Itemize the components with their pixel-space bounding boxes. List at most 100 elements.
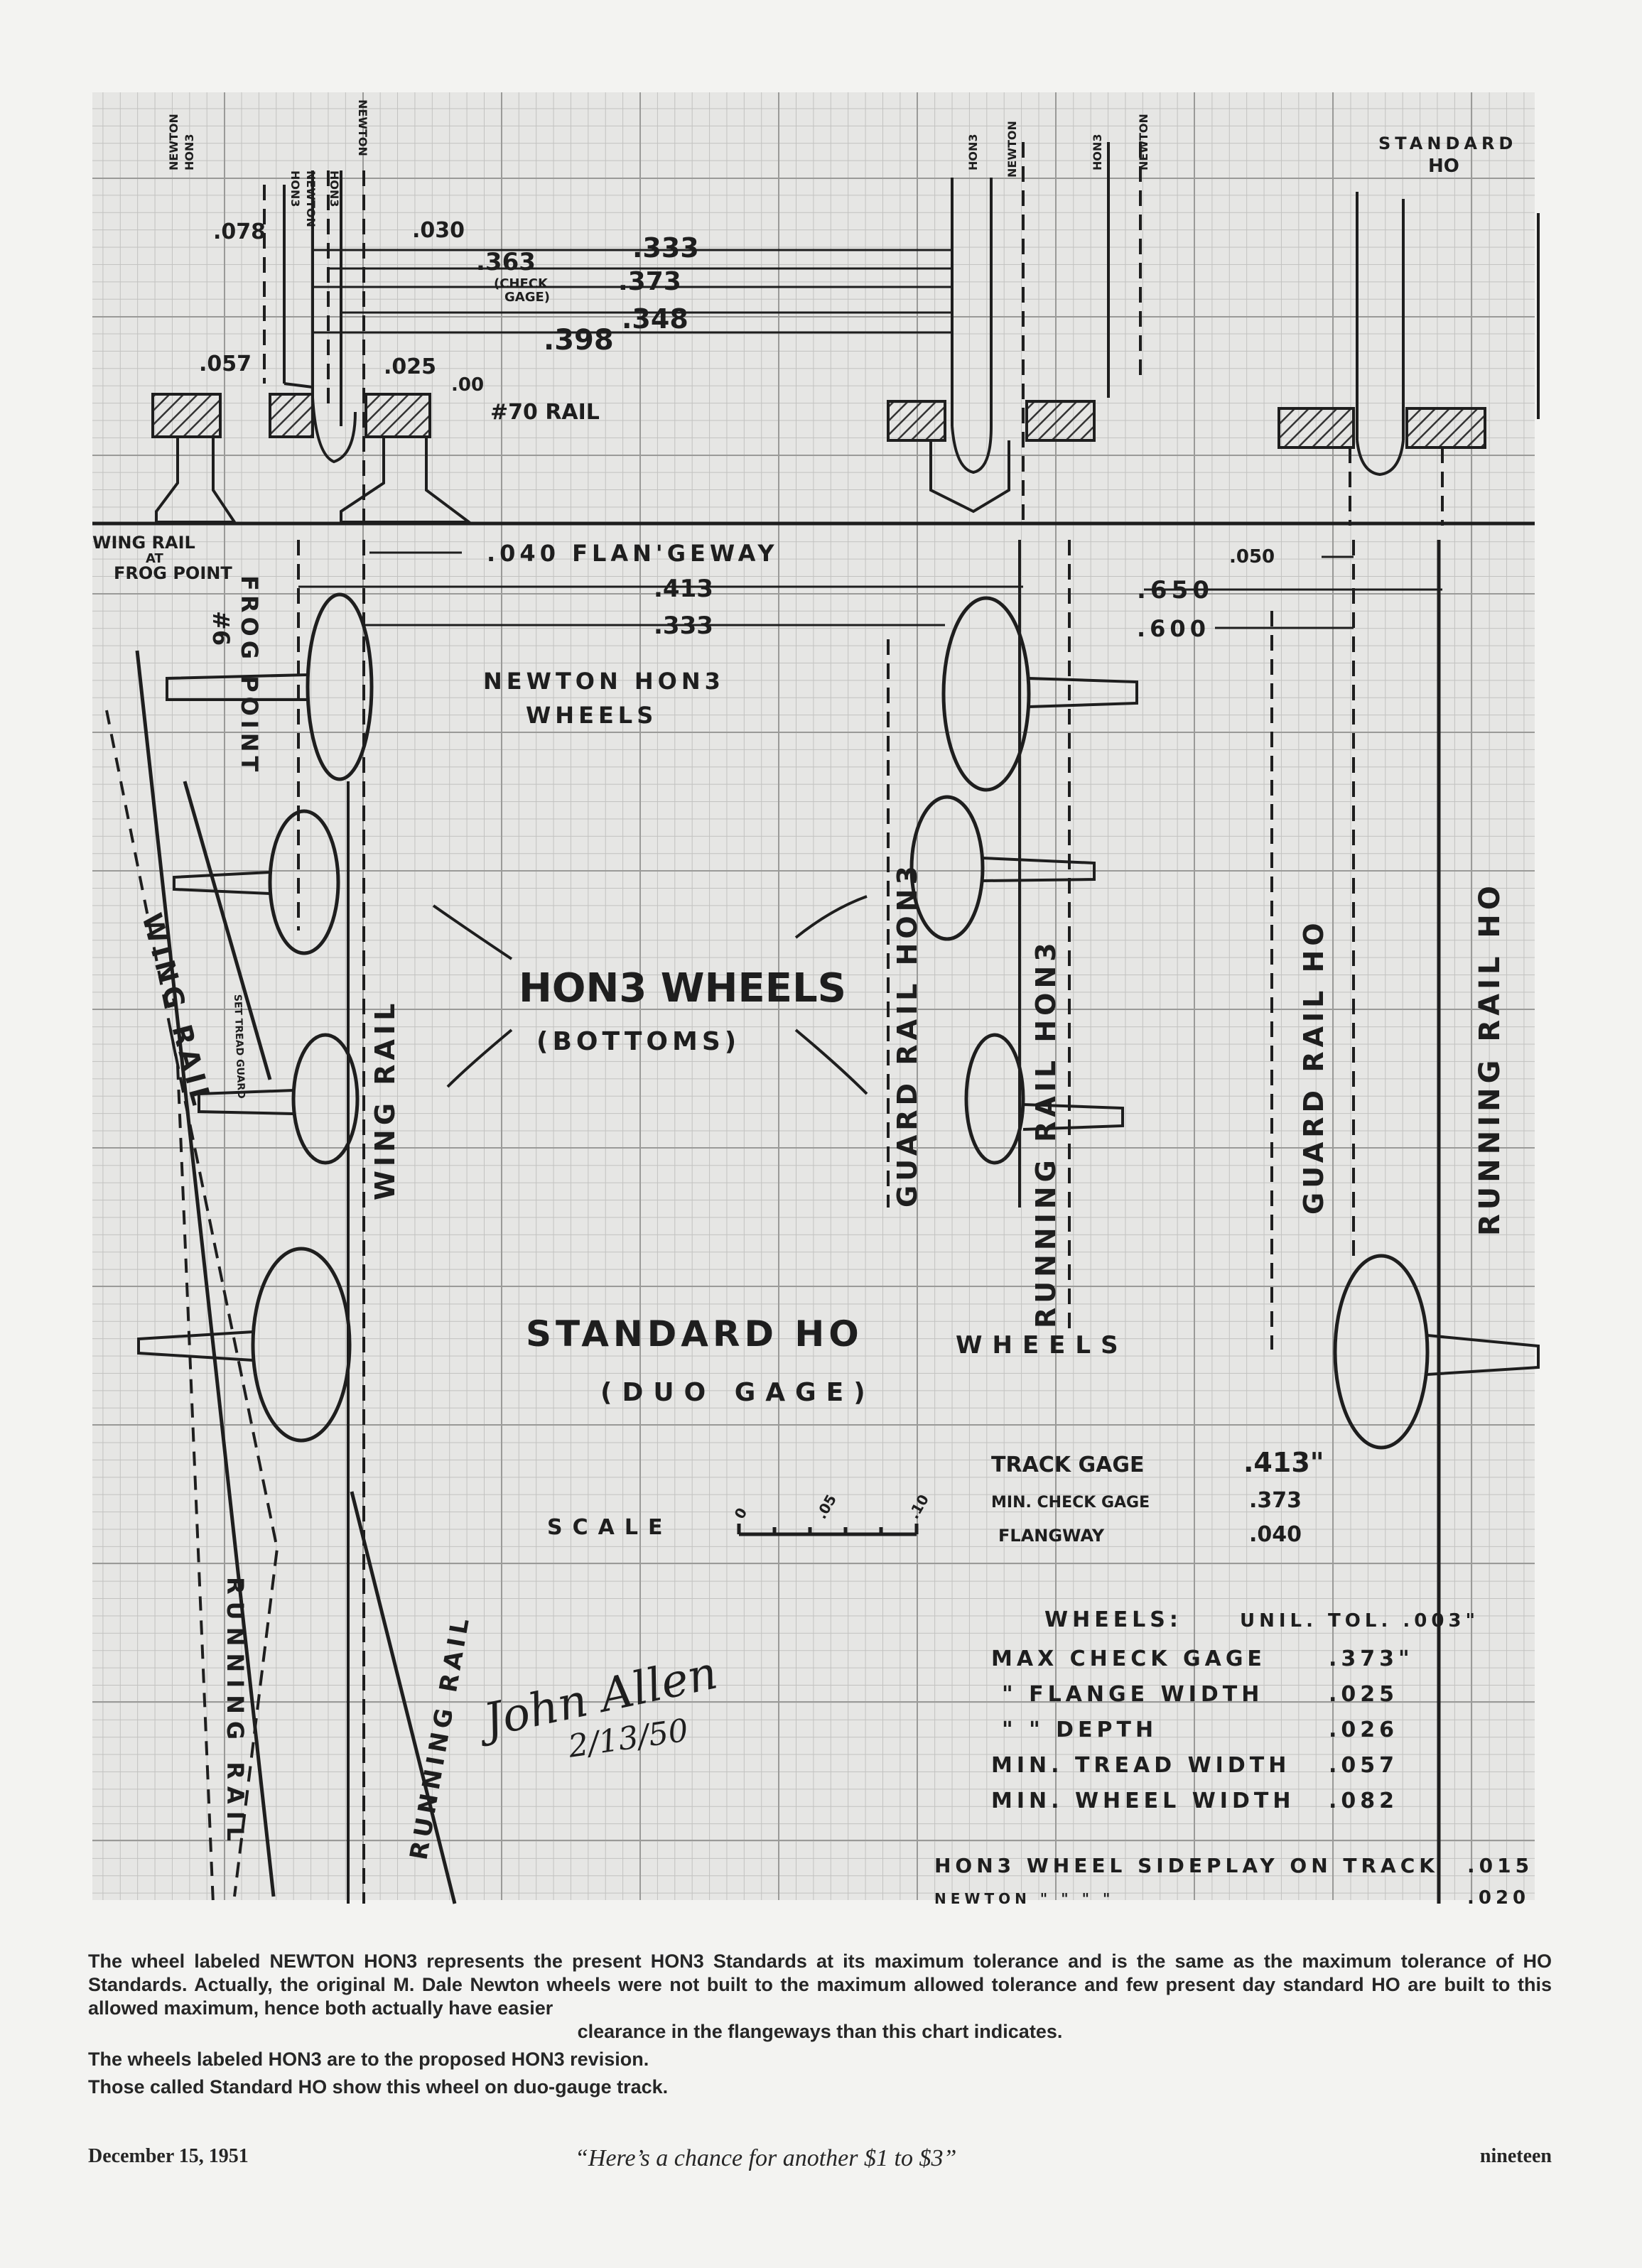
- label-line: FROG POINT: [114, 563, 232, 583]
- label-newton: NEWTON: [167, 114, 180, 170]
- dim-333-b: .333: [654, 612, 713, 640]
- spec-label: MIN. CHECK GAGE: [991, 1494, 1150, 1512]
- running-rail-ho-label: RUNNING RAIL HO: [1474, 881, 1506, 1236]
- standard-ho-title: STANDARD: [1378, 134, 1517, 153]
- label-newton: NEWTON: [1005, 121, 1019, 178]
- spec-label: HON3 WHEEL SIDEPLAY ON TRACK: [934, 1854, 1439, 1877]
- spec-label: " FLANGE WIDTH: [1002, 1682, 1263, 1707]
- caption-paragraph: The wheel labeled NEWTON HON3 represents…: [88, 1950, 1552, 2019]
- spec-label: MIN. TREAD WIDTH: [991, 1753, 1290, 1778]
- spec-value: .015: [1467, 1854, 1533, 1877]
- running-rail-label: RUNNING RAIL: [222, 1577, 249, 1848]
- label-hon3: HON3: [966, 134, 980, 170]
- sideplay-specs: HON3 WHEEL SIDEPLAY ON TRACK .015 NEWTON…: [934, 1854, 1533, 1909]
- running-rail-hon3-label: RUNNING RAIL HON3: [1030, 938, 1062, 1328]
- guard-rail-hon3-label: GUARD RAIL HON3: [892, 862, 923, 1208]
- hon3-wheels-label: HON3 WHEELS: [519, 965, 846, 1011]
- top-labels: NEWTON HON3 HON3 NEWTON HON3 NEWTON HON3…: [167, 99, 1150, 227]
- top-dimensions: .078 .030 .333 .363 (CHECK GAGE) .373 .3…: [199, 218, 699, 425]
- spec-value: .025: [1329, 1682, 1398, 1707]
- newton-wheel-left: [306, 592, 374, 781]
- figure-caption: The wheel labeled NEWTON HON3 represents…: [88, 1950, 1552, 2103]
- dim-600: .600: [1137, 615, 1210, 642]
- standard-ho-wheel-left: [251, 1247, 352, 1443]
- scale-label: SCALE: [547, 1515, 672, 1540]
- issue-date: December 15, 1951: [88, 2145, 249, 2167]
- guard-rail-ho-label: GUARD RAIL HO: [1298, 918, 1329, 1215]
- scale-bar: [737, 1524, 919, 1536]
- dim-025: .025: [384, 354, 436, 379]
- scale-tick: .05: [813, 1492, 841, 1522]
- wing-rail-head: [151, 393, 222, 438]
- scale-tick: .10: [905, 1492, 933, 1522]
- dim-00: .00: [451, 374, 484, 396]
- wing-rail-line: [135, 650, 276, 1897]
- track-specs: TRACK GAGE .413" MIN. CHECK GAGE .373 FL…: [991, 1447, 1324, 1547]
- spec-value: .082: [1329, 1789, 1398, 1813]
- spec-label: MIN. WHEEL WIDTH: [991, 1789, 1295, 1813]
- label-hon3: HON3: [328, 170, 341, 207]
- spec-value: .373": [1329, 1646, 1414, 1671]
- running-rail-label: RUNNING RAIL: [404, 1612, 475, 1862]
- standard-ho-wheel-right: [1333, 1254, 1430, 1450]
- hon3-wheels-label: (BOTTOMS): [536, 1027, 740, 1056]
- spec-value: .413": [1243, 1447, 1324, 1478]
- label-hon3: HON3: [288, 170, 302, 207]
- dim-078: .078: [213, 219, 266, 244]
- standard-ho-title: HO: [1428, 156, 1459, 177]
- spec-label: " " DEPTH: [1002, 1718, 1157, 1742]
- dim-413: .413: [654, 575, 713, 603]
- hon3-wheel-left-2: [291, 1033, 360, 1165]
- label-newton: NEWTON: [1137, 114, 1150, 170]
- newton-wheel-right: [941, 596, 1031, 792]
- check-gage-note: (CHECK: [494, 276, 549, 291]
- graph-paper-drawing: [92, 92, 1535, 1900]
- spec-label: NEWTON " " " ": [934, 1890, 1114, 1907]
- label-newton: NEWTON: [356, 99, 369, 156]
- standard-ho-wheels-label: STANDARD HO: [526, 1313, 863, 1355]
- footer-slogan: “Here’s a chance for another $1 to $3”: [575, 2145, 957, 2171]
- check-gage-note: GAGE): [504, 290, 550, 305]
- flangeway-dim: .040 FLAN'GEWAY: [487, 540, 779, 567]
- wing-rail-label: WING RAIL: [136, 910, 218, 1112]
- caption-paragraph: Those called Standard HO show this wheel…: [88, 2076, 669, 2098]
- dim-333: .333: [632, 232, 699, 264]
- spec-value: .026: [1329, 1718, 1398, 1742]
- flange-profile: [311, 397, 357, 464]
- dim-650: .650: [1137, 576, 1214, 604]
- spec-label: FLANGWAY: [998, 1526, 1105, 1546]
- spec-label: MAX CHECK GAGE: [991, 1646, 1266, 1671]
- rail-size-label: #70 RAIL: [490, 400, 600, 425]
- caption-paragraph: The wheels labeled HON3 are to the propo…: [88, 2049, 649, 2070]
- label-newton: NEWTON: [304, 170, 318, 227]
- label-line: WING RAIL: [92, 533, 195, 553]
- hon3-wheel-right-2: [964, 1033, 1025, 1165]
- dim-348: .348: [622, 303, 688, 335]
- newton-wheels-label: NEWTON HON3: [483, 668, 725, 695]
- wheels-header: WHEELS:: [1044, 1607, 1182, 1632]
- label-hon3: HON3: [1091, 134, 1104, 170]
- dim-030: .030: [412, 218, 465, 243]
- guard-note: SET TREAD GUARD: [232, 994, 247, 1099]
- newton-wheels-label: WHEELS: [526, 702, 657, 729]
- spec-label: TRACK GAGE: [991, 1453, 1144, 1477]
- wing-rail-label: WING RAIL: [369, 999, 401, 1200]
- dim-363: .363: [476, 248, 536, 276]
- wheel-specs: WHEELS: UNIL. TOL. .003" MAX CHECK GAGE …: [991, 1607, 1479, 1813]
- wheel-tolerance: UNIL. TOL. .003": [1240, 1610, 1479, 1632]
- label-line: AT: [146, 551, 164, 566]
- spec-value: .020: [1467, 1887, 1530, 1909]
- spec-value: .057: [1329, 1753, 1398, 1778]
- spec-value: .040: [1249, 1522, 1302, 1547]
- caption-paragraph-end: clearance in the flangeways than this ch…: [577, 2021, 1063, 2042]
- duo-gage-label: (DUO GAGE): [600, 1378, 875, 1407]
- dim-398: .398: [544, 324, 614, 357]
- standard-ho-wheels-label: WHEELS: [956, 1331, 1128, 1360]
- dim-057: .057: [199, 352, 252, 376]
- wing-rail-frog-label: WING RAIL AT FROG POINT: [92, 533, 232, 583]
- scale-tick: 0: [731, 1504, 751, 1521]
- running-rail-head: [364, 393, 431, 438]
- spec-value: .373: [1249, 1488, 1302, 1513]
